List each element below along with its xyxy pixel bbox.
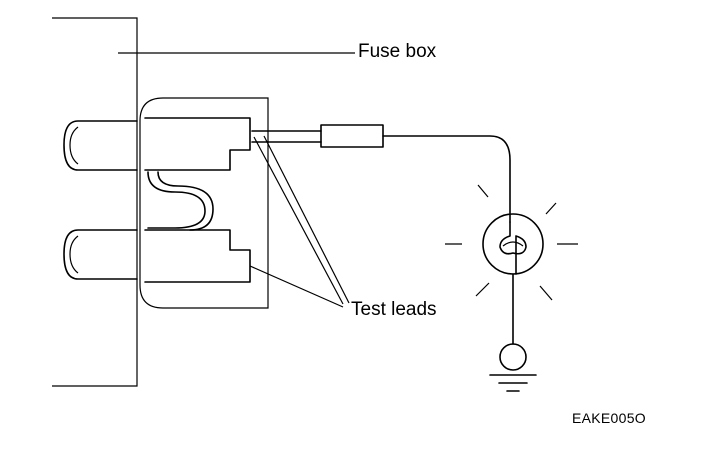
lower-terminal-clip bbox=[63, 229, 138, 280]
test-leads-label: Test leads bbox=[351, 299, 437, 320]
fuse-body bbox=[139, 97, 269, 309]
fuse-box-outline bbox=[52, 17, 138, 387]
lower-fuse-blade bbox=[144, 229, 251, 283]
lamp-light-rays bbox=[445, 184, 578, 301]
fuse-box-label: Fuse box bbox=[358, 41, 437, 62]
upper-test-lead bbox=[251, 124, 511, 223]
upper-fuse-blade bbox=[144, 117, 251, 171]
upper-terminal-clip bbox=[63, 120, 138, 171]
test-lamp bbox=[482, 213, 544, 275]
test-leads-leaders bbox=[249, 135, 350, 308]
ground-symbol bbox=[489, 343, 537, 392]
figure-code-label: EAKE005O bbox=[572, 410, 646, 426]
fuse-element bbox=[147, 171, 214, 231]
